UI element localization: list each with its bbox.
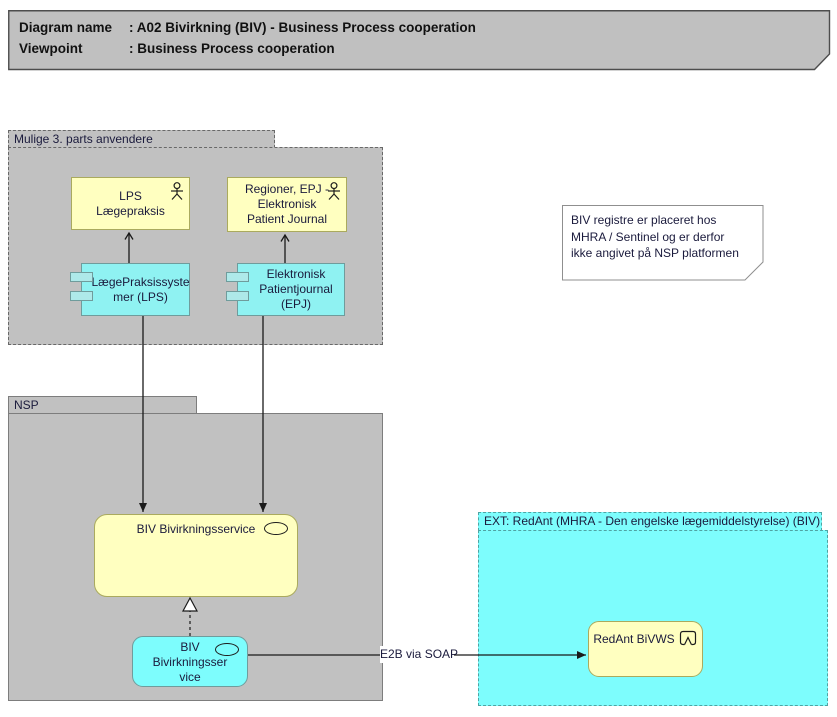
- node-biv-bivirkningsservice-app-label: BIV Bivirkningsser vice: [152, 640, 228, 684]
- node-elektronisk-patientjournal[interactable]: Elektronisk Patientjournal (EPJ): [226, 263, 345, 316]
- node-redant-bivws-label: RedAnt BiVWS: [593, 631, 675, 646]
- component-icon: [226, 272, 249, 282]
- note-biv-registre[interactable]: BIV registre er placeret hos MHRA / Sent…: [562, 205, 764, 281]
- service-oval-icon: [264, 522, 288, 535]
- actor-icon: [328, 182, 340, 200]
- title-row-diagram-name: Diagram name : A02 Bivirkning (BIV) - Bu…: [19, 17, 476, 38]
- component-icon: [70, 291, 93, 301]
- e2b-soap-connector-label: E2B via SOAP: [380, 646, 459, 663]
- note-biv-registre-text: BIV registre er placeret hos MHRA / Sent…: [571, 213, 739, 260]
- actor-icon: [171, 182, 183, 200]
- group-third-party-label: Mulige 3. parts anvendere: [14, 132, 153, 146]
- node-biv-bivirkningsservice-label: BIV Bivirkningsservice: [136, 522, 256, 536]
- component-icon: [70, 272, 93, 282]
- title-diagram-name-label: Diagram name: [19, 20, 113, 35]
- title-block-shape: [8, 10, 831, 71]
- service-oval-icon: [215, 643, 239, 656]
- group-nsp-tab[interactable]: NSP: [8, 396, 197, 414]
- component-icon: [226, 291, 249, 301]
- title-viewpoint-label: Viewpoint: [19, 41, 83, 56]
- group-ext-redant-body[interactable]: [478, 530, 828, 706]
- group-ext-redant-tab[interactable]: EXT: RedAnt (MHRA - Den engelske lægemid…: [478, 512, 822, 531]
- node-laegepraksissystemer[interactable]: LægePraksissyste mer (LPS): [70, 263, 190, 316]
- node-elektronisk-patientjournal-label: Elektronisk Patientjournal (EPJ): [259, 267, 333, 311]
- node-biv-bivirkningsservice[interactable]: BIV Bivirkningsservice: [94, 514, 298, 597]
- node-redant-bivws[interactable]: RedAnt BiVWS: [588, 621, 703, 677]
- node-laegepraksissystemer-label: LægePraksissyste mer (LPS): [91, 274, 190, 304]
- chevron-badge-icon: [679, 630, 696, 646]
- group-nsp-label: NSP: [14, 398, 39, 412]
- title-row-viewpoint: Viewpoint : Business Process cooperation: [19, 38, 476, 59]
- node-lps-laegepraksis[interactable]: LPS Lægepraksis: [71, 177, 190, 230]
- node-biv-bivirkningsservice-app[interactable]: BIV Bivirkningsser vice: [132, 636, 248, 687]
- group-ext-redant-label: EXT: RedAnt (MHRA - Den engelske lægemid…: [484, 514, 821, 528]
- note-shape: [562, 205, 764, 281]
- group-third-party-tab[interactable]: Mulige 3. parts anvendere: [8, 130, 275, 148]
- title-block: Diagram name : A02 Bivirkning (BIV) - Bu…: [8, 10, 831, 71]
- title-viewpoint-value: : Business Process cooperation: [129, 41, 335, 56]
- node-regioner-epj[interactable]: Regioner, EPJ - Elektronisk Patient Jour…: [227, 177, 347, 232]
- node-lps-laegepraksis-label: LPS Lægepraksis: [96, 188, 165, 218]
- title-diagram-name-value: : A02 Bivirkning (BIV) - Business Proces…: [129, 20, 476, 35]
- node-regioner-epj-label: Regioner, EPJ - Elektronisk Patient Jour…: [244, 182, 330, 226]
